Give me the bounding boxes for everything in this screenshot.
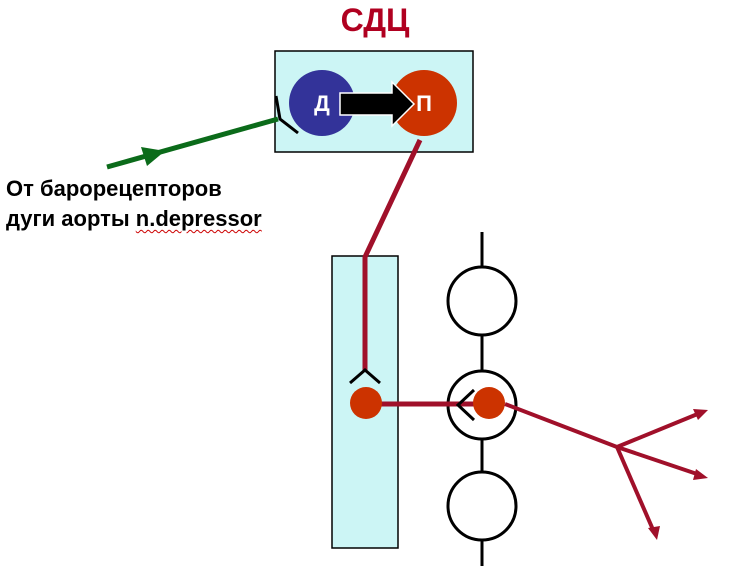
node-d xyxy=(289,70,355,136)
ganglion-top xyxy=(446,265,518,337)
afferent-caption: От барорецепторов дуги аорты n.depressor xyxy=(6,174,262,234)
inhibition-arrow xyxy=(339,80,416,128)
caption-line-2: дуги аорты n.depressor xyxy=(6,204,262,234)
node-d-label: Д xyxy=(314,91,330,116)
node-p-label: П xyxy=(416,91,432,116)
caption-prefix: дуги аорты xyxy=(6,206,136,231)
spinal-node xyxy=(350,387,382,419)
arrowhead-lower xyxy=(648,526,660,540)
node-p xyxy=(391,70,457,136)
afferent-arrowhead xyxy=(141,147,165,166)
caption-term: n.depressor xyxy=(135,206,262,231)
ganglion-node xyxy=(473,387,505,419)
diagram-title: СДЦ xyxy=(340,2,410,38)
arrowhead-upper xyxy=(693,409,708,420)
synapse-mark-ganglion xyxy=(455,388,476,422)
branch-upper xyxy=(616,411,701,449)
synapse-mark-spinal xyxy=(349,368,381,385)
branch-middle xyxy=(616,445,701,477)
descending-fiber xyxy=(362,138,423,372)
synapse-mark-center xyxy=(274,95,299,135)
postganglionic-trunk xyxy=(504,402,618,449)
ganglion-bottom xyxy=(446,470,518,542)
arrowhead-middle xyxy=(693,469,708,480)
afferent-fiber xyxy=(106,116,279,170)
caption-line-1: От барорецепторов xyxy=(6,176,222,201)
branch-lower xyxy=(615,446,656,533)
